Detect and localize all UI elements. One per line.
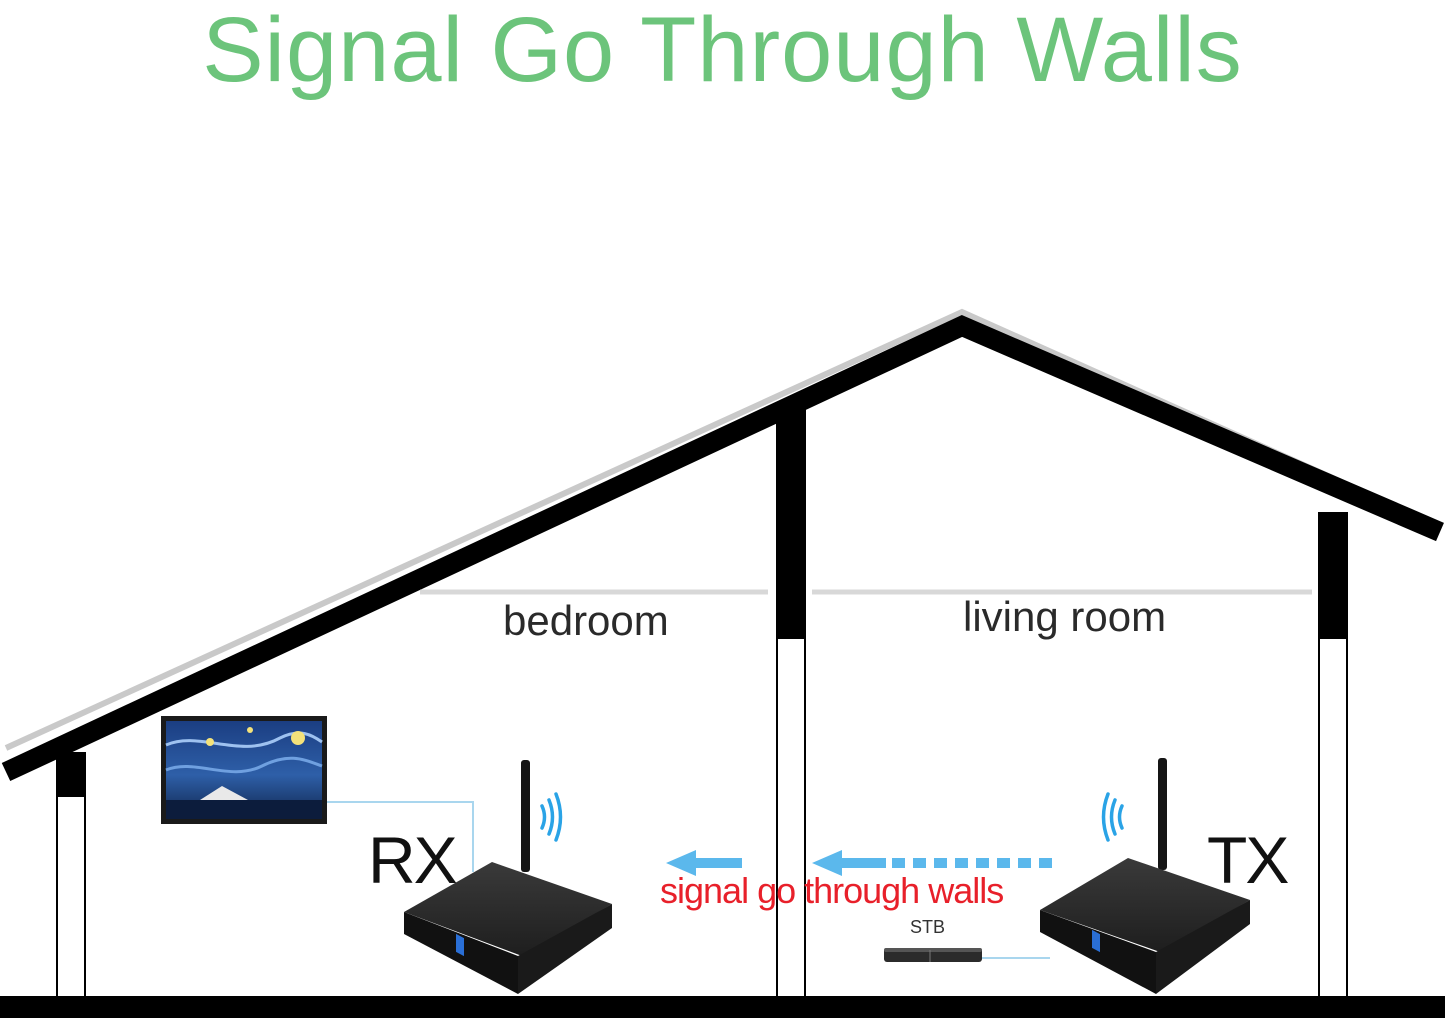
set-top-box-icon (884, 948, 982, 962)
signal-arrow (666, 850, 742, 876)
wifi-wave-icon (1101, 792, 1124, 842)
signal-arrow (812, 850, 1052, 876)
middle-wall (776, 637, 806, 999)
transmitter-device-icon (1040, 758, 1250, 994)
right-wall-beam (1318, 512, 1348, 638)
left-wall-beam (56, 752, 86, 796)
tv-cable (327, 801, 474, 872)
transmitter-label: TX (1207, 823, 1289, 897)
room-label-bedroom: bedroom (503, 597, 669, 644)
signal-caption: signal go through walls (660, 870, 1004, 911)
middle-wall-beam (776, 404, 806, 638)
floor (0, 996, 1445, 1018)
receiver-label: RX (368, 823, 458, 897)
stb-label: STB (910, 917, 946, 937)
wifi-wave-icon (540, 792, 563, 842)
tv-icon (161, 716, 327, 824)
page-title: Signal Go Through Walls (202, 0, 1243, 101)
receiver-device-icon (404, 760, 612, 994)
room-label-living-room: living room (963, 593, 1167, 640)
left-wall (56, 795, 86, 999)
roof (1, 315, 1444, 782)
right-wall (1318, 637, 1348, 999)
